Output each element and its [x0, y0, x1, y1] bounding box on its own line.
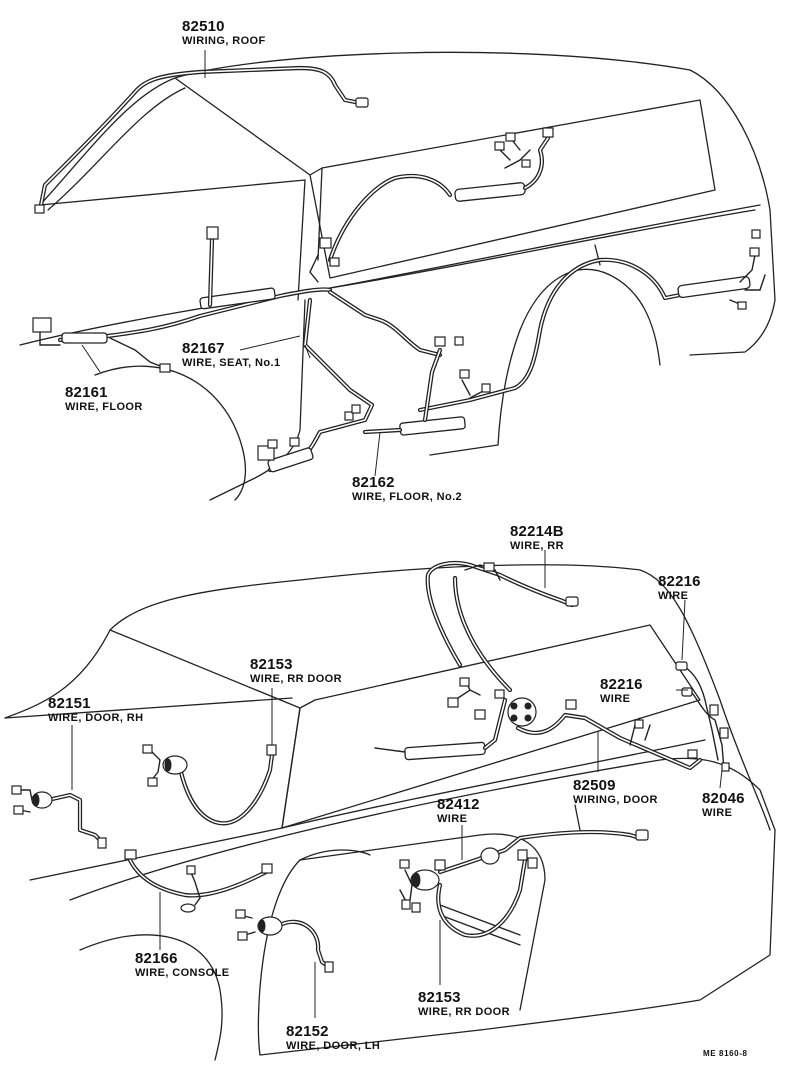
- part-name: WIRE: [600, 693, 631, 705]
- part-number: 82153: [418, 989, 461, 1006]
- callout-82216-upper: 82216 WIRE: [658, 574, 701, 602]
- part-number: 82153: [250, 656, 293, 673]
- rh-door-wire-82151: [11, 785, 107, 849]
- floor-wire-no2-harness: [257, 289, 491, 473]
- callout-82152: 82152 WIRE, DOOR, LH: [286, 1024, 380, 1052]
- callout-82509: 82509 WIRING, DOOR: [573, 778, 658, 806]
- part-number: 82161: [65, 384, 108, 401]
- part-name: WIRE, SEAT, No.1: [182, 357, 281, 369]
- rear-deck-harness: [374, 677, 537, 761]
- part-number: 82166: [135, 950, 178, 967]
- part-name: WIRE, RR DOOR: [418, 1006, 510, 1018]
- drawing-reference: ME 8160-8: [703, 1049, 748, 1058]
- callout-82151: 82151 WIRE, DOOR, RH: [48, 696, 143, 724]
- roof-wiring-harness: [34, 65, 369, 214]
- part-number: 82151: [48, 695, 91, 712]
- callout-82216-lower: 82216 WIRE: [600, 677, 643, 705]
- part-number: 82214B: [510, 523, 564, 540]
- part-number: 82162: [352, 474, 395, 491]
- callout-82153-upper: 82153 WIRE, RR DOOR: [250, 657, 342, 685]
- part-name: WIRE: [437, 813, 468, 825]
- callout-82214b: 82214B WIRE, RR: [510, 524, 564, 552]
- part-name: WIRING, ROOF: [182, 35, 266, 47]
- rear-quarter-harness-top: [454, 127, 554, 202]
- part-number: 82046: [702, 790, 745, 807]
- callout-82166: 82166 WIRE, CONSOLE: [135, 951, 229, 979]
- rear-wire-82214b: [425, 560, 579, 693]
- c-pillar-harness: [309, 173, 453, 283]
- part-name: WIRE, FLOOR, No.2: [352, 491, 463, 503]
- part-number: 82509: [573, 777, 616, 794]
- lh-door-wire-82152: [235, 909, 334, 973]
- part-number: 82216: [658, 573, 701, 590]
- callout-82167: 82167 WIRE, SEAT, No.1: [182, 341, 280, 369]
- part-name: WIRE: [658, 590, 689, 602]
- part-name: WIRE: [702, 807, 733, 819]
- part-name: WIRE, DOOR, LH: [286, 1040, 381, 1052]
- callout-82412: 82412 WIRE: [437, 797, 480, 825]
- part-name: WIRE, RR DOOR: [250, 673, 342, 685]
- callout-82046: 82046 WIRE: [702, 791, 745, 819]
- bottom-leader-lines: [71, 550, 723, 1018]
- part-number: 82412: [437, 796, 480, 813]
- part-name: WIRE, DOOR, RH: [48, 712, 144, 724]
- callout-82162: 82162 WIRE, FLOOR, No.2: [352, 475, 462, 503]
- callout-82510: 82510 WIRING, ROOF: [182, 19, 266, 47]
- top-body-outline: [19, 51, 776, 501]
- callout-82161: 82161 WIRE, FLOOR: [65, 385, 143, 413]
- part-number: 82167: [182, 340, 225, 357]
- part-name: WIRING, DOOR: [573, 794, 658, 806]
- rear-pillar-harness: [675, 661, 730, 772]
- floor-wire-harness: [32, 226, 333, 373]
- door-area-harness-82412: [399, 829, 649, 938]
- top-leader-lines: [81, 50, 381, 477]
- rr-door-wire-82153-upper: [142, 744, 277, 826]
- rear-arch-harness: [417, 229, 766, 413]
- door-wiring-82509: [515, 699, 703, 771]
- part-number: 82510: [182, 18, 225, 35]
- console-wire-82166: [124, 849, 273, 913]
- part-name: WIRE, RR: [510, 540, 564, 552]
- part-name: WIRE, FLOOR: [65, 401, 143, 413]
- callout-82153-lower: 82153 WIRE, RR DOOR: [418, 990, 510, 1018]
- bottom-body-outline: [4, 564, 776, 1061]
- part-number: 82152: [286, 1023, 329, 1040]
- part-name: WIRE, CONSOLE: [135, 967, 230, 979]
- part-number: 82216: [600, 676, 643, 693]
